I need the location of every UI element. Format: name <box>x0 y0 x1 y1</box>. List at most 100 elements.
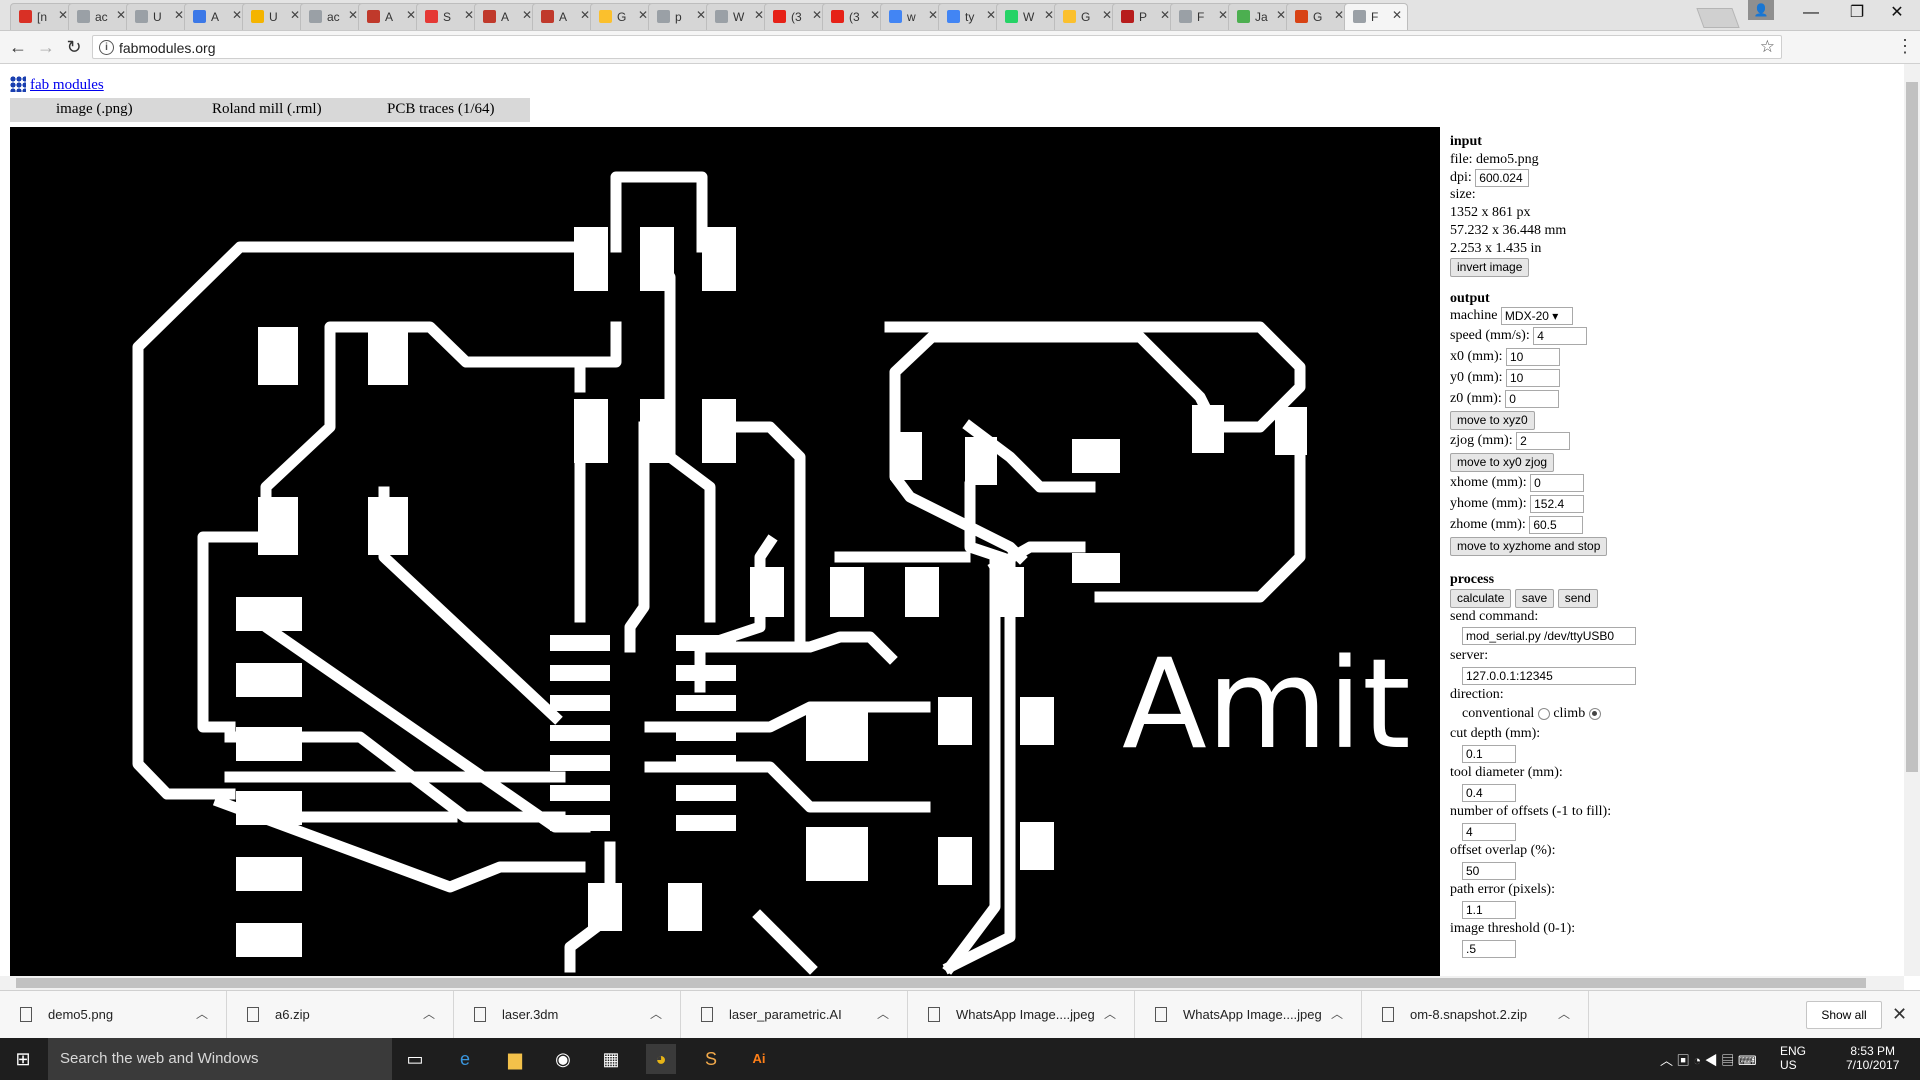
chevron-up-icon[interactable]: ︿ <box>876 1007 889 1021</box>
steam-icon[interactable]: ◉ <box>555 1049 571 1069</box>
invert-image-button[interactable]: invert image <box>1450 258 1530 277</box>
fab-modules-link[interactable]: fab modules <box>30 77 104 93</box>
tab-close-icon[interactable]: ✕ <box>1159 8 1170 22</box>
chevron-up-icon[interactable]: ︿ <box>1330 1007 1343 1021</box>
chevron-up-icon[interactable]: ︿ <box>1103 1007 1116 1021</box>
move-to-xy0-zjog-button[interactable]: move to xy0 zjog <box>1450 453 1555 472</box>
store-icon[interactable]: ▦ <box>602 1049 620 1069</box>
browser-tab[interactable]: A✕ <box>358 3 422 30</box>
speed-input[interactable]: 4 <box>1533 327 1588 345</box>
chrome-icon[interactable]: ◕ <box>646 1044 676 1074</box>
tool-diameter-input[interactable]: 0.4 <box>1462 784 1516 802</box>
browser-tab[interactable]: ac✕ <box>300 3 364 30</box>
download-item[interactable]: om-8.snapshot.2.zip︿ <box>1362 991 1589 1039</box>
tab-close-icon[interactable]: ✕ <box>1275 8 1286 22</box>
info-icon[interactable]: i <box>99 40 114 55</box>
download-item[interactable]: laser.3dm︿ <box>454 991 681 1039</box>
tab-close-icon[interactable]: ✕ <box>463 8 474 22</box>
xhome-input[interactable]: 0 <box>1530 474 1585 492</box>
tab-close-icon[interactable]: ✕ <box>695 8 706 22</box>
browser-tab[interactable]: ty✕ <box>938 3 1002 30</box>
tab-close-icon[interactable]: ✕ <box>57 8 68 22</box>
tab-close-icon[interactable]: ✕ <box>347 8 358 22</box>
save-button[interactable]: save <box>1514 589 1555 608</box>
tab-close-icon[interactable]: ✕ <box>115 8 126 22</box>
z0-input[interactable]: 0 <box>1505 390 1560 408</box>
chevron-up-icon[interactable]: ︿ <box>1557 1007 1570 1021</box>
overlap-input[interactable]: 50 <box>1462 862 1516 880</box>
bookmark-star-icon[interactable]: ☆ <box>1759 37 1775 56</box>
tab-close-icon[interactable]: ✕ <box>985 8 996 22</box>
tab-close-icon[interactable]: ✕ <box>1217 8 1228 22</box>
move-to-xyzhome-button[interactable]: move to xyzhome and stop <box>1450 537 1608 556</box>
menu-roland-mill[interactable]: Roland mill (.rml) <box>212 101 322 117</box>
forward-arrow-icon[interactable]: → <box>37 37 55 57</box>
download-item[interactable]: demo5.png︿ <box>0 991 227 1039</box>
path-error-input[interactable]: 1.1 <box>1462 901 1516 919</box>
tab-close-icon[interactable]: ✕ <box>811 8 822 22</box>
browser-tab[interactable]: S✕ <box>416 3 480 30</box>
browser-tab[interactable]: P✕ <box>1112 3 1176 30</box>
tab-close-icon[interactable]: ✕ <box>1391 8 1402 22</box>
tab-close-icon[interactable]: ✕ <box>927 8 938 22</box>
browser-tab[interactable]: G✕ <box>1054 3 1118 30</box>
vertical-scroll-thumb[interactable] <box>1906 82 1918 772</box>
maximize-button[interactable]: ❐ <box>1849 4 1865 21</box>
conventional-radio[interactable] <box>1537 707 1550 720</box>
back-arrow-icon[interactable]: ← <box>9 37 27 57</box>
fab-modules-logo[interactable]: fab modules <box>10 76 104 94</box>
chevron-up-icon[interactable]: ︿ <box>649 1007 662 1021</box>
browser-menu-icon[interactable]: ⋮ <box>1896 36 1914 56</box>
tab-close-icon[interactable]: ✕ <box>289 8 300 22</box>
close-window-button[interactable]: ✕ <box>1890 4 1904 21</box>
profile-icon[interactable]: 👤 <box>1748 0 1774 20</box>
calculate-button[interactable]: calculate <box>1450 589 1512 608</box>
browser-tab[interactable]: (3✕ <box>764 3 828 30</box>
menu-pcb-traces[interactable]: PCB traces (1/64) <box>387 101 495 117</box>
send-command-input[interactable]: mod_serial.py /dev/ttyUSB0 <box>1462 627 1636 645</box>
machine-select[interactable]: MDX-20 ▾ <box>1500 307 1573 325</box>
download-item[interactable]: WhatsApp Image....jpeg︿ <box>1135 991 1362 1039</box>
browser-tab[interactable]: G✕ <box>1286 3 1350 30</box>
browser-tab[interactable]: W✕ <box>706 3 770 30</box>
y0-input[interactable]: 10 <box>1506 369 1560 387</box>
threshold-input[interactable]: .5 <box>1462 940 1516 958</box>
reload-icon[interactable]: ↻ <box>66 37 82 57</box>
tab-close-icon[interactable]: ✕ <box>173 8 184 22</box>
browser-tab[interactable]: F✕ <box>1344 3 1408 30</box>
move-to-xyz0-button[interactable]: move to xyz0 <box>1450 411 1535 430</box>
offsets-input[interactable]: 4 <box>1462 823 1516 841</box>
tab-close-icon[interactable]: ✕ <box>521 8 532 22</box>
tab-close-icon[interactable]: ✕ <box>1101 8 1112 22</box>
tab-close-icon[interactable]: ✕ <box>1043 8 1054 22</box>
browser-tab[interactable]: U✕ <box>242 3 306 30</box>
browser-tab[interactable]: A✕ <box>532 3 596 30</box>
browser-tab[interactable]: W✕ <box>996 3 1060 30</box>
chevron-up-icon[interactable]: ︿ <box>195 1007 208 1021</box>
climb-radio[interactable] <box>1588 707 1601 720</box>
download-item[interactable]: laser_parametric.AI︿ <box>681 991 908 1039</box>
edge-icon[interactable]: e <box>459 1049 470 1069</box>
browser-tab[interactable]: w✕ <box>880 3 944 30</box>
browser-tab[interactable]: ac✕ <box>68 3 132 30</box>
browser-tab[interactable]: Ja✕ <box>1228 3 1292 30</box>
close-icon[interactable]: ✕ <box>1892 1004 1908 1024</box>
zjog-input[interactable]: 2 <box>1516 432 1571 450</box>
new-tab-button[interactable] <box>1696 8 1740 28</box>
tab-close-icon[interactable]: ✕ <box>1333 8 1344 22</box>
x0-input[interactable]: 10 <box>1506 348 1560 366</box>
browser-tab[interactable]: p✕ <box>648 3 712 30</box>
chevron-up-icon[interactable]: ︿ <box>422 1007 435 1021</box>
tab-close-icon[interactable]: ✕ <box>753 8 764 22</box>
browser-tab[interactable]: A✕ <box>184 3 248 30</box>
illustrator-icon[interactable]: Ai <box>752 1051 766 1066</box>
taskbar-search[interactable]: Search the web and Windows <box>48 1038 392 1080</box>
sublime-text-icon[interactable]: S <box>704 1049 717 1069</box>
file-explorer-icon[interactable]: ▆ <box>508 1049 522 1069</box>
yhome-input[interactable]: 152.4 <box>1530 495 1585 513</box>
tab-close-icon[interactable]: ✕ <box>405 8 416 22</box>
send-button[interactable]: send <box>1557 589 1598 608</box>
tray-icons[interactable]: ︿ ▣ ◔ ◀ ▤ ⌨ <box>1660 1053 1757 1068</box>
